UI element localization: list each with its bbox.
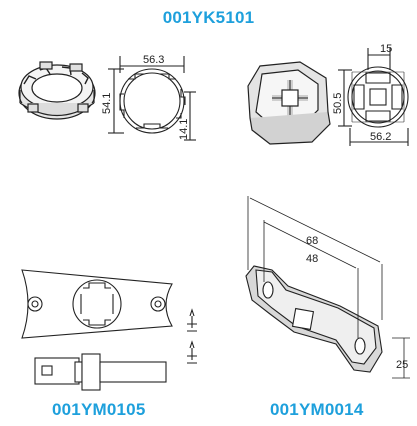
key-plate-drawing: [21, 269, 173, 339]
product-code-bottom-right: 001YM0014: [270, 400, 364, 419]
dim-adapter-width: 56.2: [370, 131, 391, 143]
bracket-dimensions: [247, 196, 410, 379]
dim-bracket-outer: 68: [306, 235, 318, 247]
ring-front-view: [108, 56, 196, 141]
dim-ring-height: 54.1: [101, 93, 113, 114]
dim-ring-depth: 14.1: [178, 119, 190, 140]
product-code-bottom-left: 001YM0105: [52, 400, 146, 419]
dim-adapter-height: 50.5: [332, 93, 344, 114]
dim-adapter-top: 15: [380, 43, 392, 55]
dim-bracket-offset: 25: [396, 359, 408, 371]
dim-ring-width: 56.3: [143, 54, 164, 66]
screw-icons: [187, 308, 197, 364]
ring-3d-render: [18, 61, 96, 120]
shaft-drawing: [34, 353, 167, 391]
adapter-front-view: [338, 48, 409, 146]
product-code-top: 001YK5101: [162, 8, 255, 27]
adapter-3d-render: [247, 61, 331, 145]
bracket-drawing: [245, 265, 383, 373]
dim-bracket-inner: 48: [306, 253, 318, 265]
